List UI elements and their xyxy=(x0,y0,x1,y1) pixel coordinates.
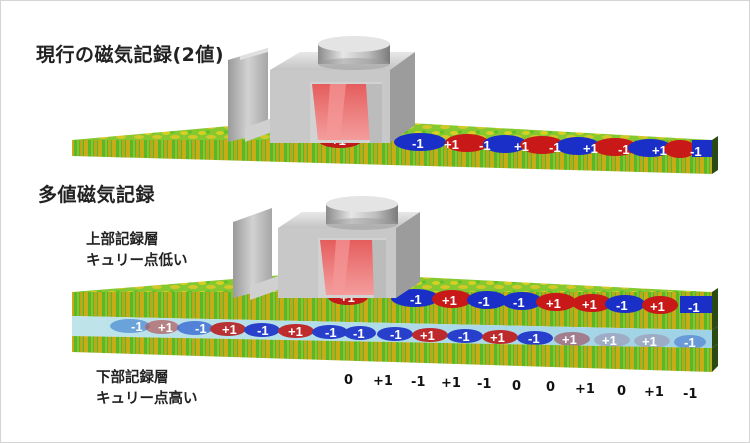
lower-recording-layer: -1 +1 -1 +1 -1 +1 -1 -1 -1 +1 -1 +1 -1 +… xyxy=(72,316,718,350)
combined-value: 0 xyxy=(546,380,556,395)
combined-value: -1 xyxy=(477,377,492,392)
bit-label: -1 xyxy=(690,144,702,159)
bit-label: -1 xyxy=(513,295,525,310)
combined-value: 0 xyxy=(344,373,354,388)
bit-row xyxy=(328,289,712,314)
bit-label: -1 xyxy=(549,140,561,155)
combined-value: +1 xyxy=(373,374,393,389)
bit-label: +1 xyxy=(514,139,529,154)
combined-value: +1 xyxy=(644,385,664,400)
lower-layer-label: 下部記録層 キュリー点高い xyxy=(96,368,198,410)
bit-label: +1 xyxy=(650,299,665,314)
bit-label: -1 xyxy=(478,294,490,309)
combined-value: 0 xyxy=(617,384,627,399)
bit-row xyxy=(110,319,706,349)
recording-head-1 xyxy=(228,36,415,143)
bit-label: -1 xyxy=(353,326,365,341)
combined-value: +1 xyxy=(441,376,461,391)
combined-value: -1 xyxy=(411,375,426,390)
bit-label: -1 xyxy=(688,300,700,315)
bit-label: +1 xyxy=(602,333,617,348)
binary-recording-title: 現行の磁気記録(2値) xyxy=(36,44,225,66)
upper-layer-label-line2: キュリー点低い xyxy=(86,253,188,269)
bit-label: -1 xyxy=(390,327,402,342)
bit-label: +1 xyxy=(652,143,667,158)
lower-layer-label-line2: キュリー点高い xyxy=(96,391,198,407)
combined-value: 0 xyxy=(512,379,522,394)
bit-label: -1 xyxy=(618,142,630,157)
upper-layer-label: 上部記録層 キュリー点低い xyxy=(86,230,188,272)
bit-label: +1 xyxy=(490,330,505,345)
bit-label: -1 xyxy=(412,136,424,151)
combined-value: +1 xyxy=(575,382,595,397)
bit-label: -1 xyxy=(195,321,207,336)
bit-label: -1 xyxy=(528,331,540,346)
bit-label: -1 xyxy=(458,329,470,344)
recording-head-2 xyxy=(233,196,420,300)
bit-label: +1 xyxy=(582,297,597,312)
combined-value: -1 xyxy=(683,387,698,402)
bit-label: +1 xyxy=(222,322,237,337)
multilevel-recording-title: 多値磁気記録 xyxy=(38,184,156,206)
bit-label: +1 xyxy=(642,334,657,349)
bit-label: -1 xyxy=(325,325,337,340)
bit-label: -1 xyxy=(684,335,696,350)
bit-label: -1 xyxy=(479,138,491,153)
bit-label: +1 xyxy=(420,328,435,343)
bit-label: -1 xyxy=(257,323,269,338)
bit-label: +1 xyxy=(288,324,303,339)
bit-label: +1 xyxy=(158,320,173,335)
bit-label: +1 xyxy=(444,137,459,152)
bit-row xyxy=(318,132,712,158)
bit-label: +1 xyxy=(562,332,577,347)
bit-label: +1 xyxy=(583,141,598,156)
bit-label: -1 xyxy=(131,319,143,334)
bit-label: -1 xyxy=(410,292,422,307)
bit-label: +1 xyxy=(442,293,457,308)
bit-label: -1 xyxy=(616,298,628,313)
bit-label: +1 xyxy=(546,296,561,311)
substrate-layer xyxy=(72,336,718,372)
upper-layer-label-line1: 上部記録層 xyxy=(86,232,159,248)
lower-layer-label-line1: 下部記録層 xyxy=(96,370,169,386)
